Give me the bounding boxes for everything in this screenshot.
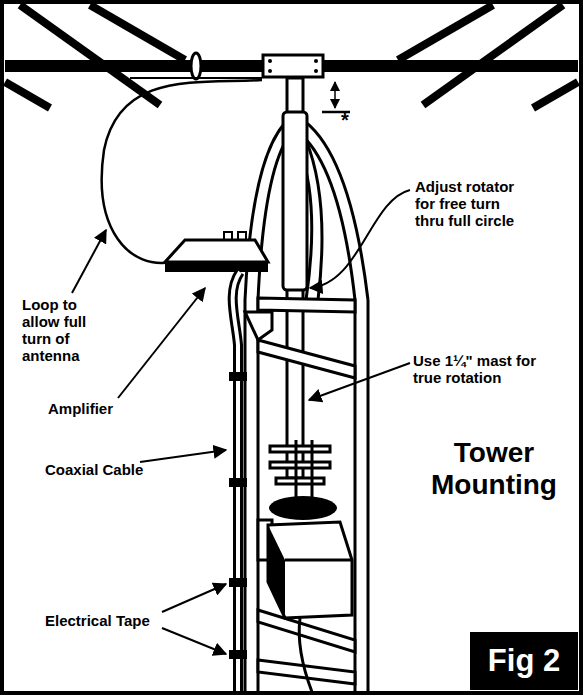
antenna-element [90, 5, 185, 60]
antenna-element [5, 82, 50, 108]
tape-band [229, 650, 247, 659]
antenna-element [398, 5, 493, 60]
tower-leg [354, 300, 357, 692]
leader-lines [72, 190, 410, 654]
bolt [314, 69, 318, 73]
bolt [314, 59, 318, 63]
mast-clamp [263, 55, 323, 77]
leader-line [162, 628, 226, 654]
rotator-cable [299, 618, 312, 692]
rotator-cap [269, 496, 337, 520]
leader-line [310, 190, 410, 288]
cross-brace [258, 340, 355, 378]
tape-band [229, 578, 247, 587]
cable-run [130, 77, 262, 79]
amplifier-callout: Amplifier [48, 400, 148, 417]
u-bolt [191, 53, 201, 79]
amplifier-base [165, 262, 268, 272]
rotator-housing [268, 522, 352, 618]
figure-number: Fig 2 [488, 643, 560, 679]
figure-number-box: Fig 2 [470, 632, 578, 690]
leader-line [118, 288, 205, 398]
tower-leg [367, 300, 370, 692]
loop-callout: Loop to allow full turn of antenna [22, 296, 102, 364]
dimension-note: * [341, 112, 361, 129]
antenna-element [533, 82, 578, 108]
antenna-element [423, 5, 563, 105]
leader-line [162, 584, 226, 612]
diagram-title: Tower Mounting [424, 437, 564, 501]
tower-leg [257, 300, 260, 692]
bolt [268, 69, 272, 73]
brace-plate [245, 312, 272, 340]
tower-legs [245, 300, 368, 692]
rotator-edge [285, 559, 352, 562]
amplifier-housing [165, 240, 268, 262]
tower-leg [244, 300, 247, 692]
rotator-clamp [270, 440, 330, 500]
tape-callout: Electrical Tape [45, 612, 175, 629]
clamp-bar [276, 478, 324, 484]
clamp-bolt [295, 440, 298, 500]
tape-bands [229, 372, 247, 659]
cross-brace [258, 298, 355, 312]
bolt [268, 59, 272, 63]
dimension-arrow [334, 82, 336, 108]
clamp-bar [270, 462, 330, 468]
antenna-element [20, 5, 160, 105]
leader-line [72, 230, 106, 293]
leader-line [140, 450, 226, 462]
tape-band [229, 372, 247, 381]
leader-line [309, 363, 410, 400]
tape-band [229, 478, 247, 487]
rotator-shade [268, 525, 285, 618]
mast-callout: Use 1¼" mast for true rotation [413, 352, 553, 386]
rotator-callout: Adjust rotator for free turn thru full c… [415, 178, 533, 229]
clamp-bolts [268, 59, 318, 73]
cable-loop [102, 80, 262, 263]
coax-callout: Coaxial Cable [45, 461, 165, 478]
clamp-bar [270, 446, 330, 452]
mast-sleeve [283, 112, 307, 290]
clamp-bolt [311, 440, 314, 500]
